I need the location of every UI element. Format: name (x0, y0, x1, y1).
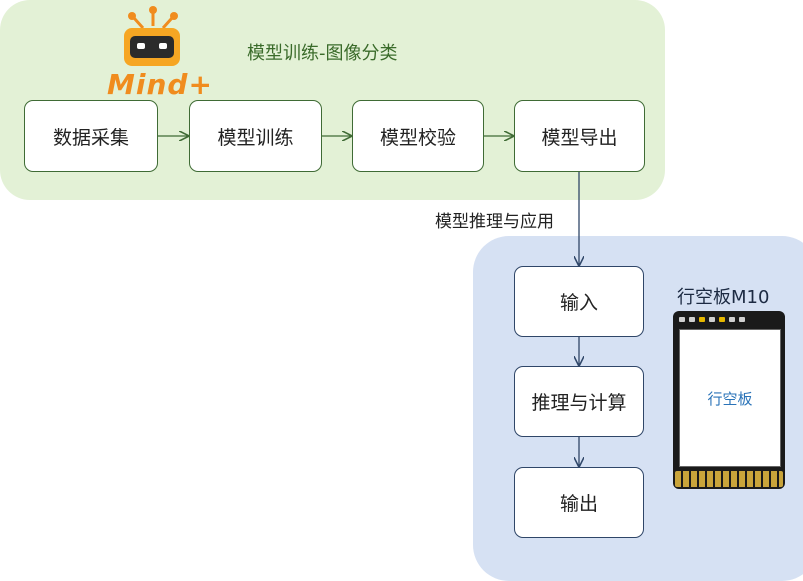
device-title: 行空板M10 (677, 287, 770, 308)
step-model-validation: 模型校验 (352, 100, 484, 172)
step-model-export: 模型导出 (514, 100, 645, 172)
device-top-strip (679, 315, 779, 323)
mindplus-logo-text: Mind+ (107, 68, 213, 101)
device-gold-pins (675, 471, 783, 487)
inference-link-label: 模型推理与应用 (435, 212, 554, 232)
step-inference-compute: 推理与计算 (514, 366, 644, 437)
training-title: 模型训练-图像分类 (247, 43, 398, 64)
step-output: 输出 (514, 467, 644, 538)
step-model-training: 模型训练 (189, 100, 322, 172)
step-data-collection: 数据采集 (24, 100, 158, 172)
device-screen: 行空板 (679, 329, 781, 467)
device-screen-text: 行空板 (707, 389, 753, 408)
step-input: 输入 (514, 266, 644, 337)
unihiker-board-icon: 行空板 (673, 311, 785, 489)
